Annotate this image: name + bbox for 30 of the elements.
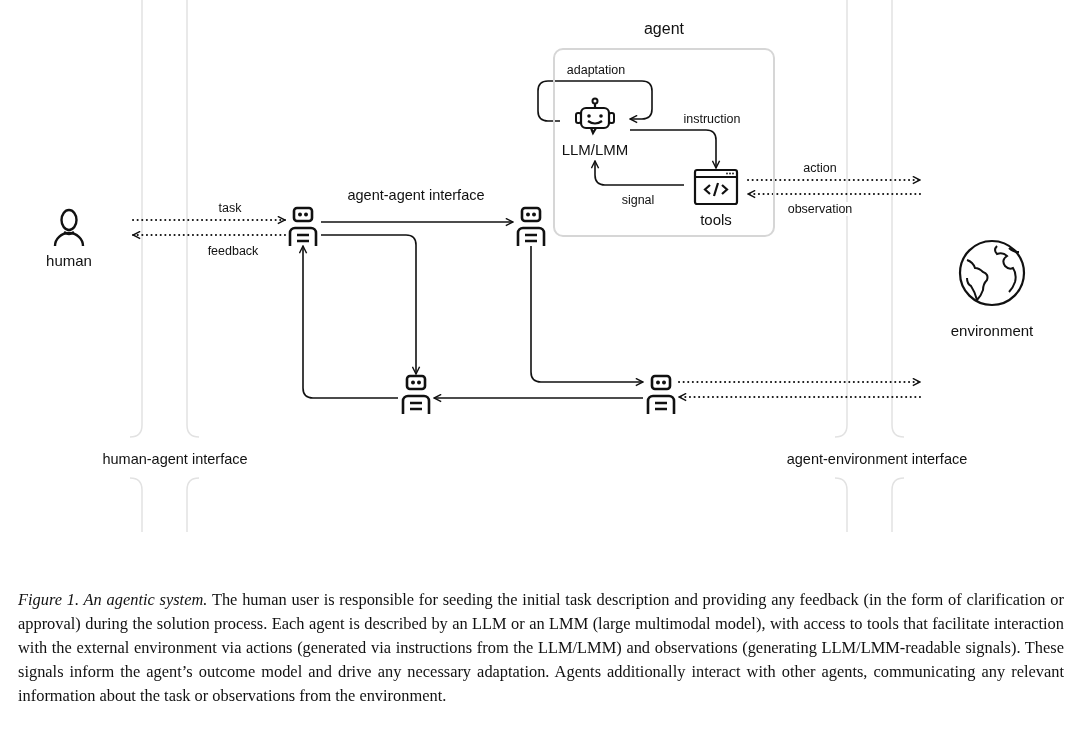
edge-label: instruction xyxy=(681,112,743,126)
dotted-arrow xyxy=(132,215,286,225)
arrow xyxy=(320,217,514,227)
dotted-arrow xyxy=(747,189,921,199)
edge-label: feedback xyxy=(205,244,261,258)
arrow xyxy=(433,393,644,403)
arrow xyxy=(590,160,685,186)
arrow xyxy=(530,245,644,387)
node-label: human xyxy=(46,252,92,269)
dotted-arrow xyxy=(678,392,921,402)
interface-label: human-agent interface xyxy=(102,451,248,467)
edge-label: adaptation xyxy=(564,63,628,77)
edge-label: action xyxy=(801,161,839,175)
node-label: tools xyxy=(700,211,732,228)
edge-label: task xyxy=(216,201,244,215)
interface-label: agent-environment interface xyxy=(786,451,968,467)
group-title: agent xyxy=(643,20,684,38)
dotted-arrow xyxy=(678,377,921,387)
figure-caption: Figure 1. An agentic system. The human user is responsible for seeding the initial task description and providing any feedback (in the form of clarification or approval) during the solution process. Each agent is described by an LLM or an LMM (large multimodal model), with access to tools that facilitate interaction with the external environment via actions (generated via instructions from the LLM/LMM) and observations (generating LLM/LMM-readable signals). These signals inform the agent’s outcome model and drive any necessary adaptation. Agents additionally interact with other agents, communicating any relevant information about the task or observations from the environment. xyxy=(18,589,1064,707)
node-label: environment xyxy=(950,322,1034,339)
arrow xyxy=(320,234,421,375)
arrow xyxy=(537,80,653,124)
node-label: LLM/LMM xyxy=(561,141,629,158)
interface-label: agent-agent interface xyxy=(347,187,485,203)
dotted-arrow xyxy=(132,230,286,240)
dotted-arrow xyxy=(747,175,921,185)
edge-label: observation xyxy=(785,202,855,216)
arrow xyxy=(629,129,721,169)
arrow xyxy=(298,245,399,399)
edge-label: signal xyxy=(619,193,657,207)
